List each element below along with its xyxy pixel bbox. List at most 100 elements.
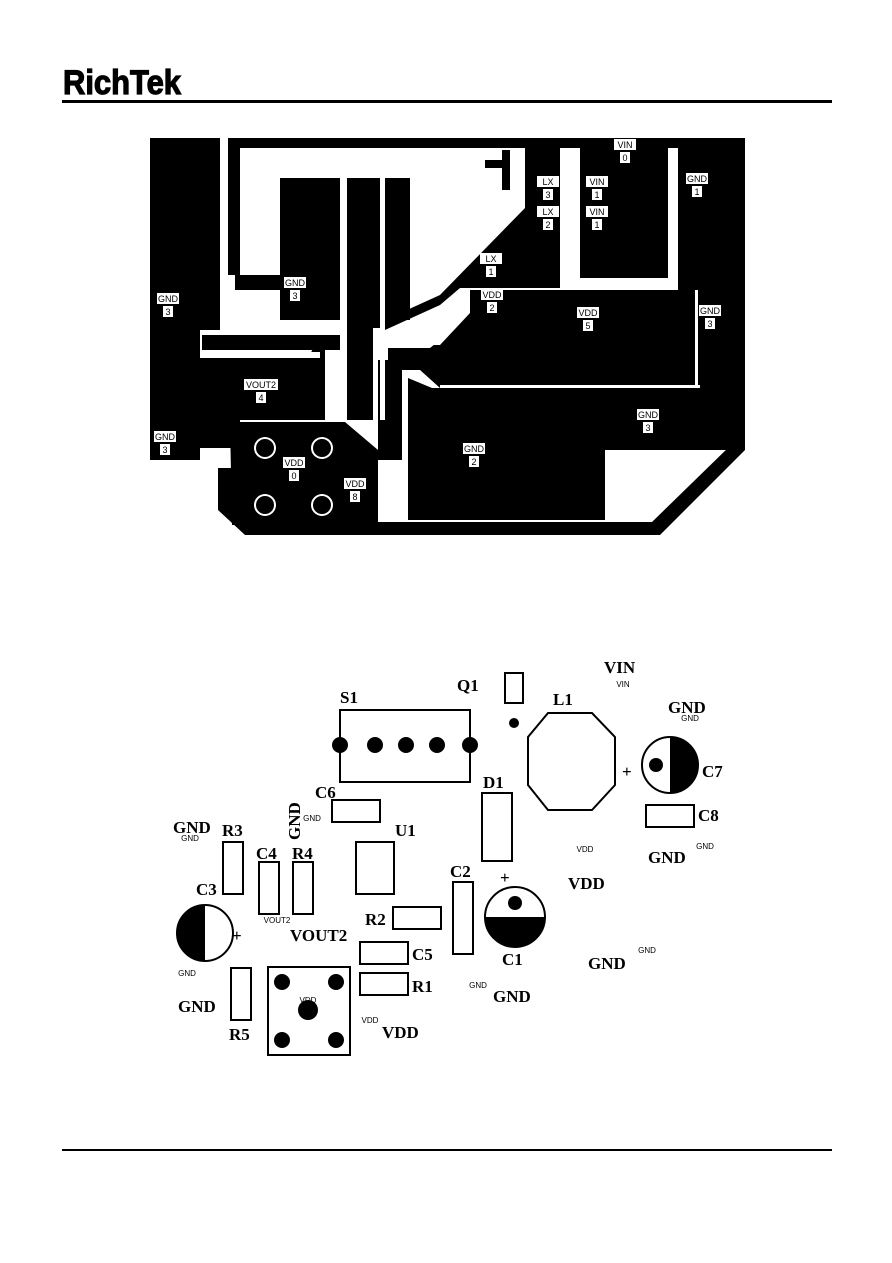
logo-text: RichTek xyxy=(63,64,181,100)
switch-outline xyxy=(267,966,351,1056)
pad-label-name: GND xyxy=(700,306,721,316)
gnd-link xyxy=(235,275,280,290)
pad-label-name: LX xyxy=(485,254,496,264)
silk-pad-label: GND xyxy=(696,842,714,851)
pad-label: GND 2 xyxy=(463,443,485,467)
polarity-marks: + + + xyxy=(232,762,632,945)
silk-label: C8 xyxy=(698,806,719,825)
silk-pad-label: VDD xyxy=(362,1016,379,1025)
pad-label-number: 5 xyxy=(585,321,590,331)
c8-outline xyxy=(645,804,695,828)
r3-outline xyxy=(222,841,244,895)
silk-label: C1 xyxy=(502,950,523,969)
silk-pad-label: VDD xyxy=(577,845,594,854)
pad-label-name: GND xyxy=(158,294,179,304)
c5-outline xyxy=(359,941,409,965)
pad-label: GND 3 xyxy=(637,409,659,433)
silk-label: GND xyxy=(493,987,531,1006)
pad-label-name: GND xyxy=(285,278,306,288)
pad-label: LX3 xyxy=(537,176,559,200)
vin-pour xyxy=(580,138,668,278)
silk-label: R1 xyxy=(412,977,433,996)
l1-outline xyxy=(527,712,616,811)
pad-label-number: 3 xyxy=(165,307,170,317)
silk-label: GND xyxy=(588,954,626,973)
silk-label: Q1 xyxy=(457,676,479,695)
pad-label: LX 1 xyxy=(480,253,502,277)
richtek-logo: RichTek xyxy=(63,63,182,100)
component-outlines xyxy=(176,672,699,1056)
pad-label: VDD 8 xyxy=(344,478,366,502)
silk-pad-label: GND xyxy=(181,834,199,843)
pad-label-number: 0 xyxy=(291,471,296,481)
r1-outline xyxy=(359,972,409,996)
silk-label: C2 xyxy=(450,862,471,881)
pad-label-name: VIN xyxy=(589,207,604,217)
pad-label-name: VIN xyxy=(589,177,604,187)
pad-label-number: 1 xyxy=(488,267,493,277)
silk-label: S1 xyxy=(340,688,358,707)
silk-label: C7 xyxy=(702,762,723,781)
pad-label-number: 8 xyxy=(352,492,357,502)
silk-label: U1 xyxy=(395,821,416,840)
silk-label-rotated: GND xyxy=(285,802,304,840)
svg-text:+: + xyxy=(622,762,632,781)
pad-label-name: VDD xyxy=(578,308,598,318)
silk-label: C3 xyxy=(196,880,217,899)
silk-pad-label: GND xyxy=(469,981,487,990)
header-divider xyxy=(62,100,832,103)
silk-pad-label: VDD xyxy=(300,996,317,1005)
silk-label: L1 xyxy=(553,690,573,709)
pad-label: GND 1 xyxy=(686,173,708,197)
silk-label: R4 xyxy=(292,844,313,863)
pad-label-name: GND xyxy=(638,410,659,420)
switch-pad-pour xyxy=(230,422,378,525)
via-trace xyxy=(502,150,510,190)
pad-label-number: 2 xyxy=(471,457,476,467)
silk-label: GND xyxy=(648,848,686,867)
pad-label: VDD 5 xyxy=(577,307,599,331)
silk-label: VDD xyxy=(382,1023,419,1042)
silk-pad-label: GND xyxy=(303,814,321,823)
board-outline-trace xyxy=(218,138,745,535)
silk-label: GND xyxy=(668,698,706,717)
silk-pad-label: VIN xyxy=(616,680,630,689)
svg-text:+: + xyxy=(232,926,242,945)
silk-label: VIN xyxy=(604,658,636,677)
pad-label-name: GND xyxy=(155,432,176,442)
pad-label-name: LX xyxy=(542,177,553,187)
u1-outline xyxy=(355,841,395,895)
vdd-left-stub xyxy=(385,178,410,320)
pad-label-number: 1 xyxy=(694,187,699,197)
pad-label-name: GND xyxy=(464,444,485,454)
svg-text:+: + xyxy=(500,868,510,887)
silk-label: C6 xyxy=(315,783,336,802)
r2-outline xyxy=(392,906,442,930)
silk-label: GND xyxy=(178,997,216,1016)
r4-outline xyxy=(292,861,314,915)
via-trace-h xyxy=(485,160,510,168)
pad-label-number: 3 xyxy=(707,319,712,329)
lx-pour xyxy=(385,138,560,330)
pad-label-name: VDD xyxy=(284,458,304,468)
pad-label: LX2 xyxy=(537,206,559,230)
footer-divider xyxy=(62,1149,832,1151)
silk-label: VDD xyxy=(568,874,605,893)
pad-label-number: 3 xyxy=(645,423,650,433)
pad-label-name: LX xyxy=(542,207,553,217)
pad-label-name: VDD xyxy=(482,290,502,300)
silk-pad-label: GND xyxy=(178,969,196,978)
silk-label: R2 xyxy=(365,910,386,929)
switch-holes xyxy=(254,437,333,516)
pad-label-name: GND xyxy=(687,174,708,184)
pad-label-name: VDD xyxy=(345,479,365,489)
